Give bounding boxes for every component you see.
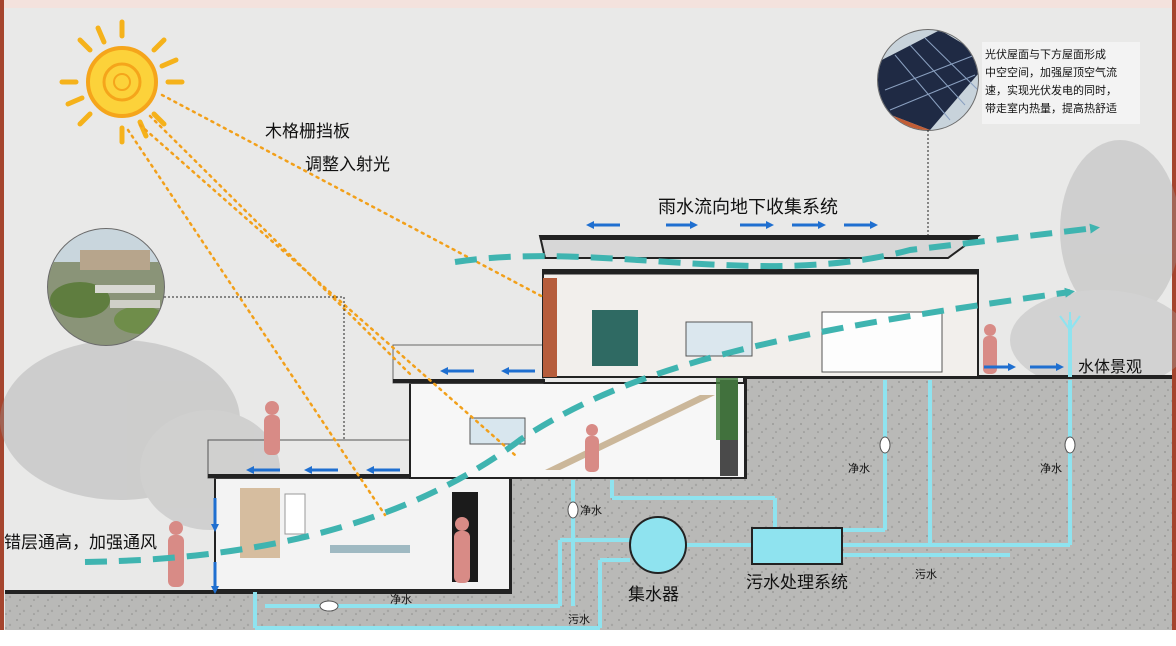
valves <box>319 436 1076 612</box>
sewage-system-label: 污水处理系统 <box>746 573 848 593</box>
sun-rays <box>126 93 547 517</box>
person-lower <box>168 521 184 587</box>
water-feature-label: 水体景观 <box>1078 357 1142 376</box>
window-lower <box>284 493 306 535</box>
sewage-tank <box>751 527 843 565</box>
ventilation-label: 错层通高，加强通风 <box>4 533 157 553</box>
fountain-icon <box>1059 312 1081 331</box>
pipe-label-sewage-2: 污水 <box>915 568 937 581</box>
garden-leader <box>164 296 345 440</box>
person-terrace <box>264 401 280 455</box>
person-outdoor <box>983 324 997 374</box>
airflow-interior <box>84 287 1075 565</box>
pv-note-line3: 速，实现光伏发电的同时， <box>985 83 1117 97</box>
bottom-band <box>0 630 1176 646</box>
sun-label-line2: 调整入射光 <box>305 155 390 175</box>
pipe-label-clean-3: 净水 <box>848 461 870 475</box>
person-stair <box>585 424 599 472</box>
airflow-roof <box>454 223 1100 270</box>
right-border <box>1172 0 1176 646</box>
valve-4 <box>1064 436 1076 454</box>
pipe-label-clean-4: 净水 <box>1040 461 1062 475</box>
left-border <box>0 0 4 646</box>
pv-note-box <box>982 42 1140 124</box>
valve-2 <box>567 501 579 519</box>
ray-4 <box>126 128 387 517</box>
sun-icon <box>59 19 185 145</box>
ray-1 <box>160 93 547 300</box>
ray-3 <box>138 123 517 457</box>
rain-label: 雨水流向地下收集系统 <box>658 197 838 218</box>
collector-tank <box>629 516 687 574</box>
person-doorway <box>454 517 470 583</box>
garden-photo <box>47 228 165 346</box>
pipes <box>253 320 1072 630</box>
valve-1 <box>319 600 339 612</box>
top-strip <box>0 0 1176 8</box>
brick-wall <box>543 278 557 377</box>
pv-note-line2: 中空空间，加强屋顶空气流 <box>985 65 1117 79</box>
middle-room <box>409 382 746 479</box>
rain-arrows <box>211 221 1064 594</box>
upper-window <box>821 311 943 373</box>
ray-2 <box>148 114 412 376</box>
people <box>168 324 997 587</box>
pv-note: 光伏屋面与下方屋面形成 中空空间，加强屋顶空气流 速，实现光伏发电的同时， 带走… <box>985 47 1117 115</box>
pipe-label-clean-1: 净水 <box>390 592 412 606</box>
poster <box>592 310 638 366</box>
bench <box>330 545 410 553</box>
pv-note-line1: 光伏屋面与下方屋面形成 <box>985 47 1106 61</box>
sun-label-line1: 木格栅挡板 <box>265 122 350 142</box>
building <box>207 235 982 591</box>
pipe-label-sewage-1: 污水 <box>568 613 590 626</box>
pv-note-line4: 带走室内热量，提高热舒适 <box>985 101 1117 115</box>
valve-3 <box>879 436 891 454</box>
pv-photo <box>877 29 979 131</box>
pipe-label-clean-2: 净水 <box>580 503 602 517</box>
collector-label: 集水器 <box>628 585 679 605</box>
